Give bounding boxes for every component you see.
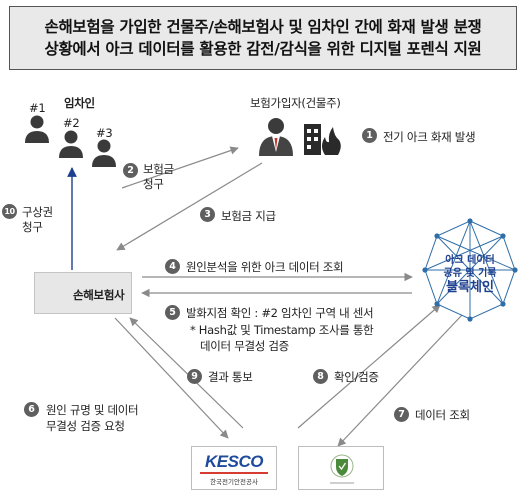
step-4-badge: 4: [165, 259, 180, 274]
title-line-2: 상황에서 아크 데이터를 활용한 감전/감식을 위한 디지털 포렌식 지원: [44, 40, 482, 58]
step-2-badge: 2: [123, 163, 138, 178]
step-5-text-3: 데이터 무결성 검증: [200, 339, 289, 353]
step-2-text-1: 보험금: [143, 162, 174, 176]
step-5-text-1: 발화지점 확인 : #2 임차인 구역 내 센서: [186, 306, 374, 320]
arrow-payout: [116, 162, 263, 251]
step-10-text-1: 구상권: [22, 205, 53, 219]
step-9-badge: 9: [187, 369, 202, 384]
shield-logo-icon: [330, 454, 354, 484]
step-7-badge: 7: [394, 407, 409, 422]
kesco-logo-underline: [200, 472, 268, 474]
step-3-badge: 3: [200, 207, 215, 222]
blockchain-line-2: 공유 및 기록: [443, 268, 497, 279]
kesco-name: 한국전기안전공사: [210, 478, 258, 486]
title-box: 손해보험을 가입한 건물주/손해보험사 및 임차인 간에 화재 발생 분쟁 상황…: [9, 6, 517, 70]
step-10-badge: 10: [2, 204, 17, 219]
kesco-logo: KESCO: [205, 452, 263, 471]
tenant-id-1: #1: [29, 101, 46, 115]
tenant-id-3: #3: [96, 126, 113, 140]
arrow-data-query: [337, 314, 463, 447]
person-icon: [92, 139, 116, 167]
step-8-text: 확인/검증: [334, 370, 379, 384]
title-line-1: 손해보험을 가입한 건물주/손해보험사 및 임차인 간에 화재 발생 분쟁: [44, 18, 482, 36]
blockchain-line-1: 아크 데이터: [445, 255, 495, 266]
tenants-label: 임차인: [64, 96, 95, 110]
step-2-text-2: 청구: [143, 177, 164, 191]
kesco-box: KESCO 한국전기안전공사: [191, 446, 277, 490]
step-6-badge: 6: [24, 402, 39, 417]
person-icon: [25, 115, 49, 143]
step-4-text: 원인분석을 위한 아크 데이터 조회: [186, 260, 344, 274]
step-3-text: 보험금 지급: [221, 209, 276, 223]
insurer-box: 손해보험사: [34, 272, 132, 314]
step-7-text: 데이터 조회: [415, 408, 470, 422]
tenant-id-2: #2: [63, 116, 80, 130]
step-1-text: 전기 아크 화재 발생: [383, 130, 476, 144]
blockchain-label: 아크 데이터 공유 및 기록 블록체인: [430, 254, 510, 296]
verifier-box: [298, 446, 384, 490]
step-6-text-2: 무결성 검증 요청: [46, 419, 125, 433]
arrow-result: [129, 317, 244, 429]
arrow-request: [114, 317, 229, 439]
arrow-claim: [121, 146, 239, 189]
blockchain-line-3: 블록체인: [446, 280, 494, 295]
policyholder-label: 보험가입자(건물주): [250, 96, 341, 110]
step-5-text-2: * Hash값 및 Timestamp 조사를 통한: [190, 323, 374, 337]
person-icon: [59, 130, 83, 158]
businessman-icon: [259, 118, 293, 156]
blockchain-network-icon: [422, 218, 518, 322]
arrow-verify: [297, 304, 441, 429]
building-fire-icon: [304, 124, 341, 155]
step-1-badge: 1: [362, 128, 377, 143]
step-8-badge: 8: [313, 369, 328, 384]
step-5-badge: 5: [165, 305, 180, 320]
step-9-text: 결과 통보: [208, 370, 253, 384]
step-10-text-2: 청구: [22, 220, 43, 234]
step-6-text-1: 원인 규명 및 데이터: [46, 403, 139, 417]
insurer-label: 손해보험사: [73, 288, 125, 302]
